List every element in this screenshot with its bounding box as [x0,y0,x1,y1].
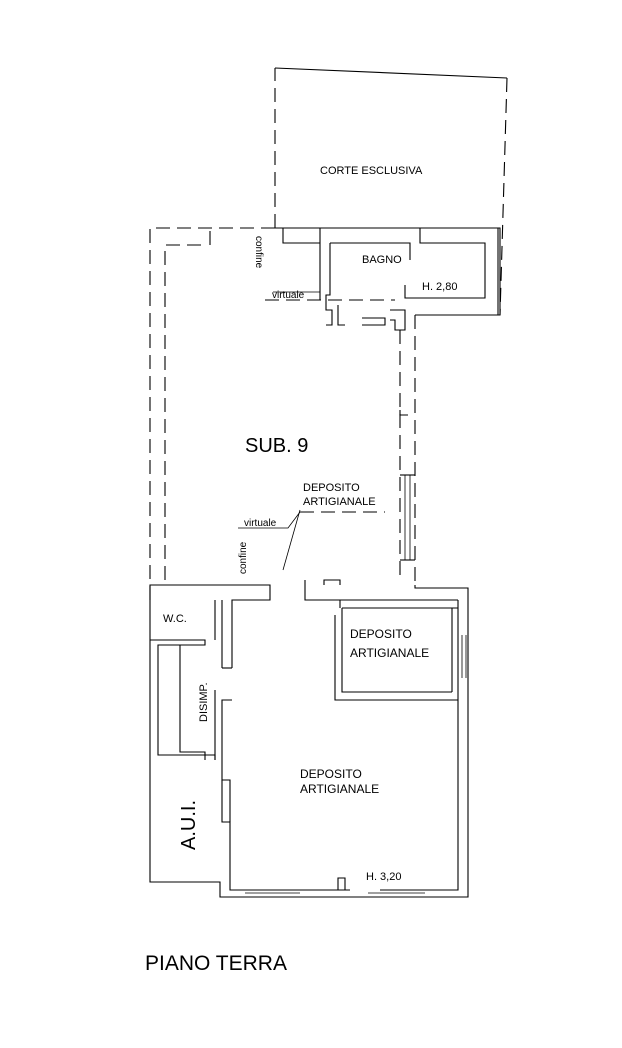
leader-lines [238,291,320,571]
deposito-top-label-1: DEPOSITO [303,482,360,494]
corte-esclusiva-label: CORTE ESCLUSIVA [320,165,423,177]
deposito-right-label-2: ARTIGIANALE [350,646,429,660]
disimp-label: DISIMP. [198,682,210,722]
bagno-height-label: H. 2,80 [422,281,457,293]
aui-label: A.U.I. [178,800,200,850]
sub9-label: SUB. 9 [245,435,308,457]
deposito-top-label-2: ARTIGIANALE [303,496,376,508]
bagno-label: BAGNO [362,254,402,266]
confine-top-label: confine [253,236,264,269]
bagno-walls [275,227,501,331]
wc-label: W.C. [163,613,187,625]
ground-height-label: H. 3,20 [366,871,401,883]
sub9-right-openings [399,410,415,561]
plan-title: PIANO TERRA [145,952,287,975]
corte-esclusiva-area [274,67,508,316]
confine-mid-label: confine [238,541,249,574]
deposito-main-label-2: ARTIGIANALE [300,782,379,796]
deposito-right-label-1: DEPOSITO [350,627,412,641]
virtuale-top-label: virtuale [272,290,305,301]
lower-floor-walls [149,579,469,898]
virtuale-mid-label: virtuale [244,518,277,529]
sub9-boundary [149,227,416,600]
deposito-main-label-1: DEPOSITO [300,767,362,781]
